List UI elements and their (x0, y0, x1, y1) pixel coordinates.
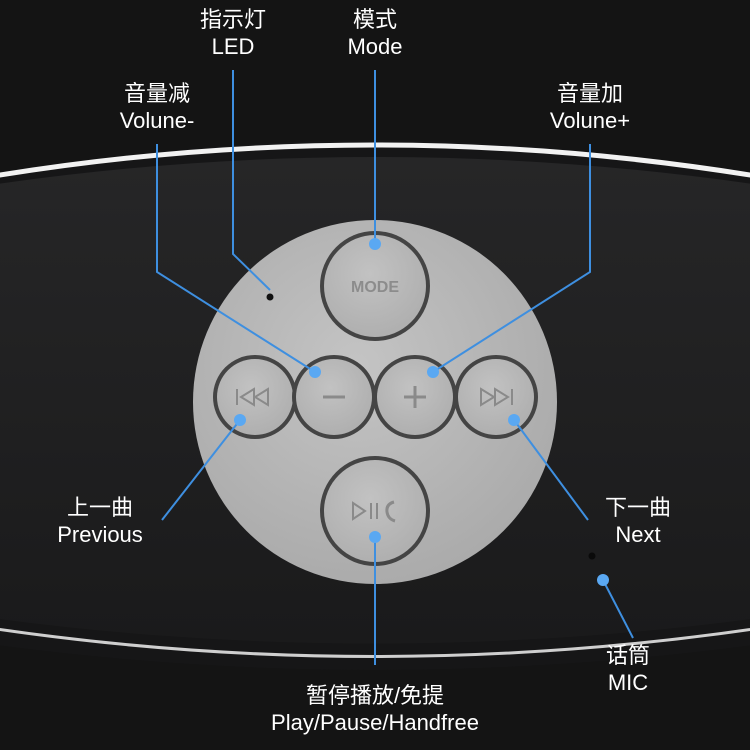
callout-next-line (513, 419, 589, 521)
callout-dot-volume-down (309, 366, 321, 378)
previous-label: 上一曲 Previous (40, 494, 160, 548)
skip-next-icon (480, 387, 513, 407)
callout-led-line (232, 70, 271, 291)
microphone-hole-icon (588, 552, 596, 560)
volume-down-label: 音量减 Volune- (92, 80, 222, 134)
previous-button[interactable] (213, 355, 297, 439)
mic-label-zh: 话筒 (605, 643, 650, 668)
mic-label-en: MIC (607, 670, 649, 695)
callout-dot-volume-up (427, 366, 439, 378)
next-label-en: Next (615, 522, 661, 547)
mode-label-zh: 模式 (352, 7, 397, 32)
callout-volume-down-line (156, 144, 316, 373)
volume-up-label-en: Volune+ (549, 108, 631, 133)
callout-previous-line (161, 419, 241, 521)
next-label-zh: 下一曲 (604, 495, 671, 520)
next-button[interactable] (454, 355, 538, 439)
play-label-zh: 暂停播放/免提 (305, 683, 445, 708)
callout-mic-line (602, 579, 634, 639)
callout-dot-play (369, 531, 381, 543)
indicator-dot-icon (266, 293, 274, 301)
play-pause-phone-icon (352, 500, 396, 523)
callout-volume-up-line (432, 144, 591, 373)
plus-icon (404, 386, 426, 408)
mic-label: 话筒 MIC (578, 642, 678, 696)
led-label: 指示灯 LED (183, 6, 283, 60)
volume-up-button[interactable] (373, 355, 457, 439)
previous-label-zh: 上一曲 (66, 495, 133, 520)
led-label-en: LED (211, 34, 255, 59)
mode-button[interactable]: MODE (320, 231, 430, 341)
mode-label: 模式 Mode (325, 6, 425, 60)
callout-dot-previous (234, 414, 246, 426)
next-label: 下一曲 Next (588, 494, 688, 548)
callout-dots (234, 238, 609, 586)
callout-lines (156, 70, 634, 665)
volume-up-label: 音量加 Volune+ (525, 80, 655, 134)
previous-label-en: Previous (57, 522, 143, 547)
play-label: 暂停播放/免提 Play/Pause/Handfree (235, 682, 515, 736)
volume-down-button[interactable] (292, 355, 376, 439)
volume-down-label-en: Volune- (119, 108, 195, 133)
play-pause-button[interactable] (320, 456, 430, 566)
callout-dot-next (508, 414, 520, 426)
play-label-en: Play/Pause/Handfree (271, 710, 479, 735)
volume-up-label-zh: 音量加 (556, 81, 623, 106)
skip-previous-icon (236, 387, 269, 407)
volume-down-label-zh: 音量减 (123, 81, 190, 106)
callout-dot-mode (369, 238, 381, 250)
mode-button-text: MODE (351, 279, 399, 296)
callout-dot-mic (597, 574, 609, 586)
led-label-zh: 指示灯 (199, 7, 266, 32)
mode-label-en: Mode (347, 34, 403, 59)
